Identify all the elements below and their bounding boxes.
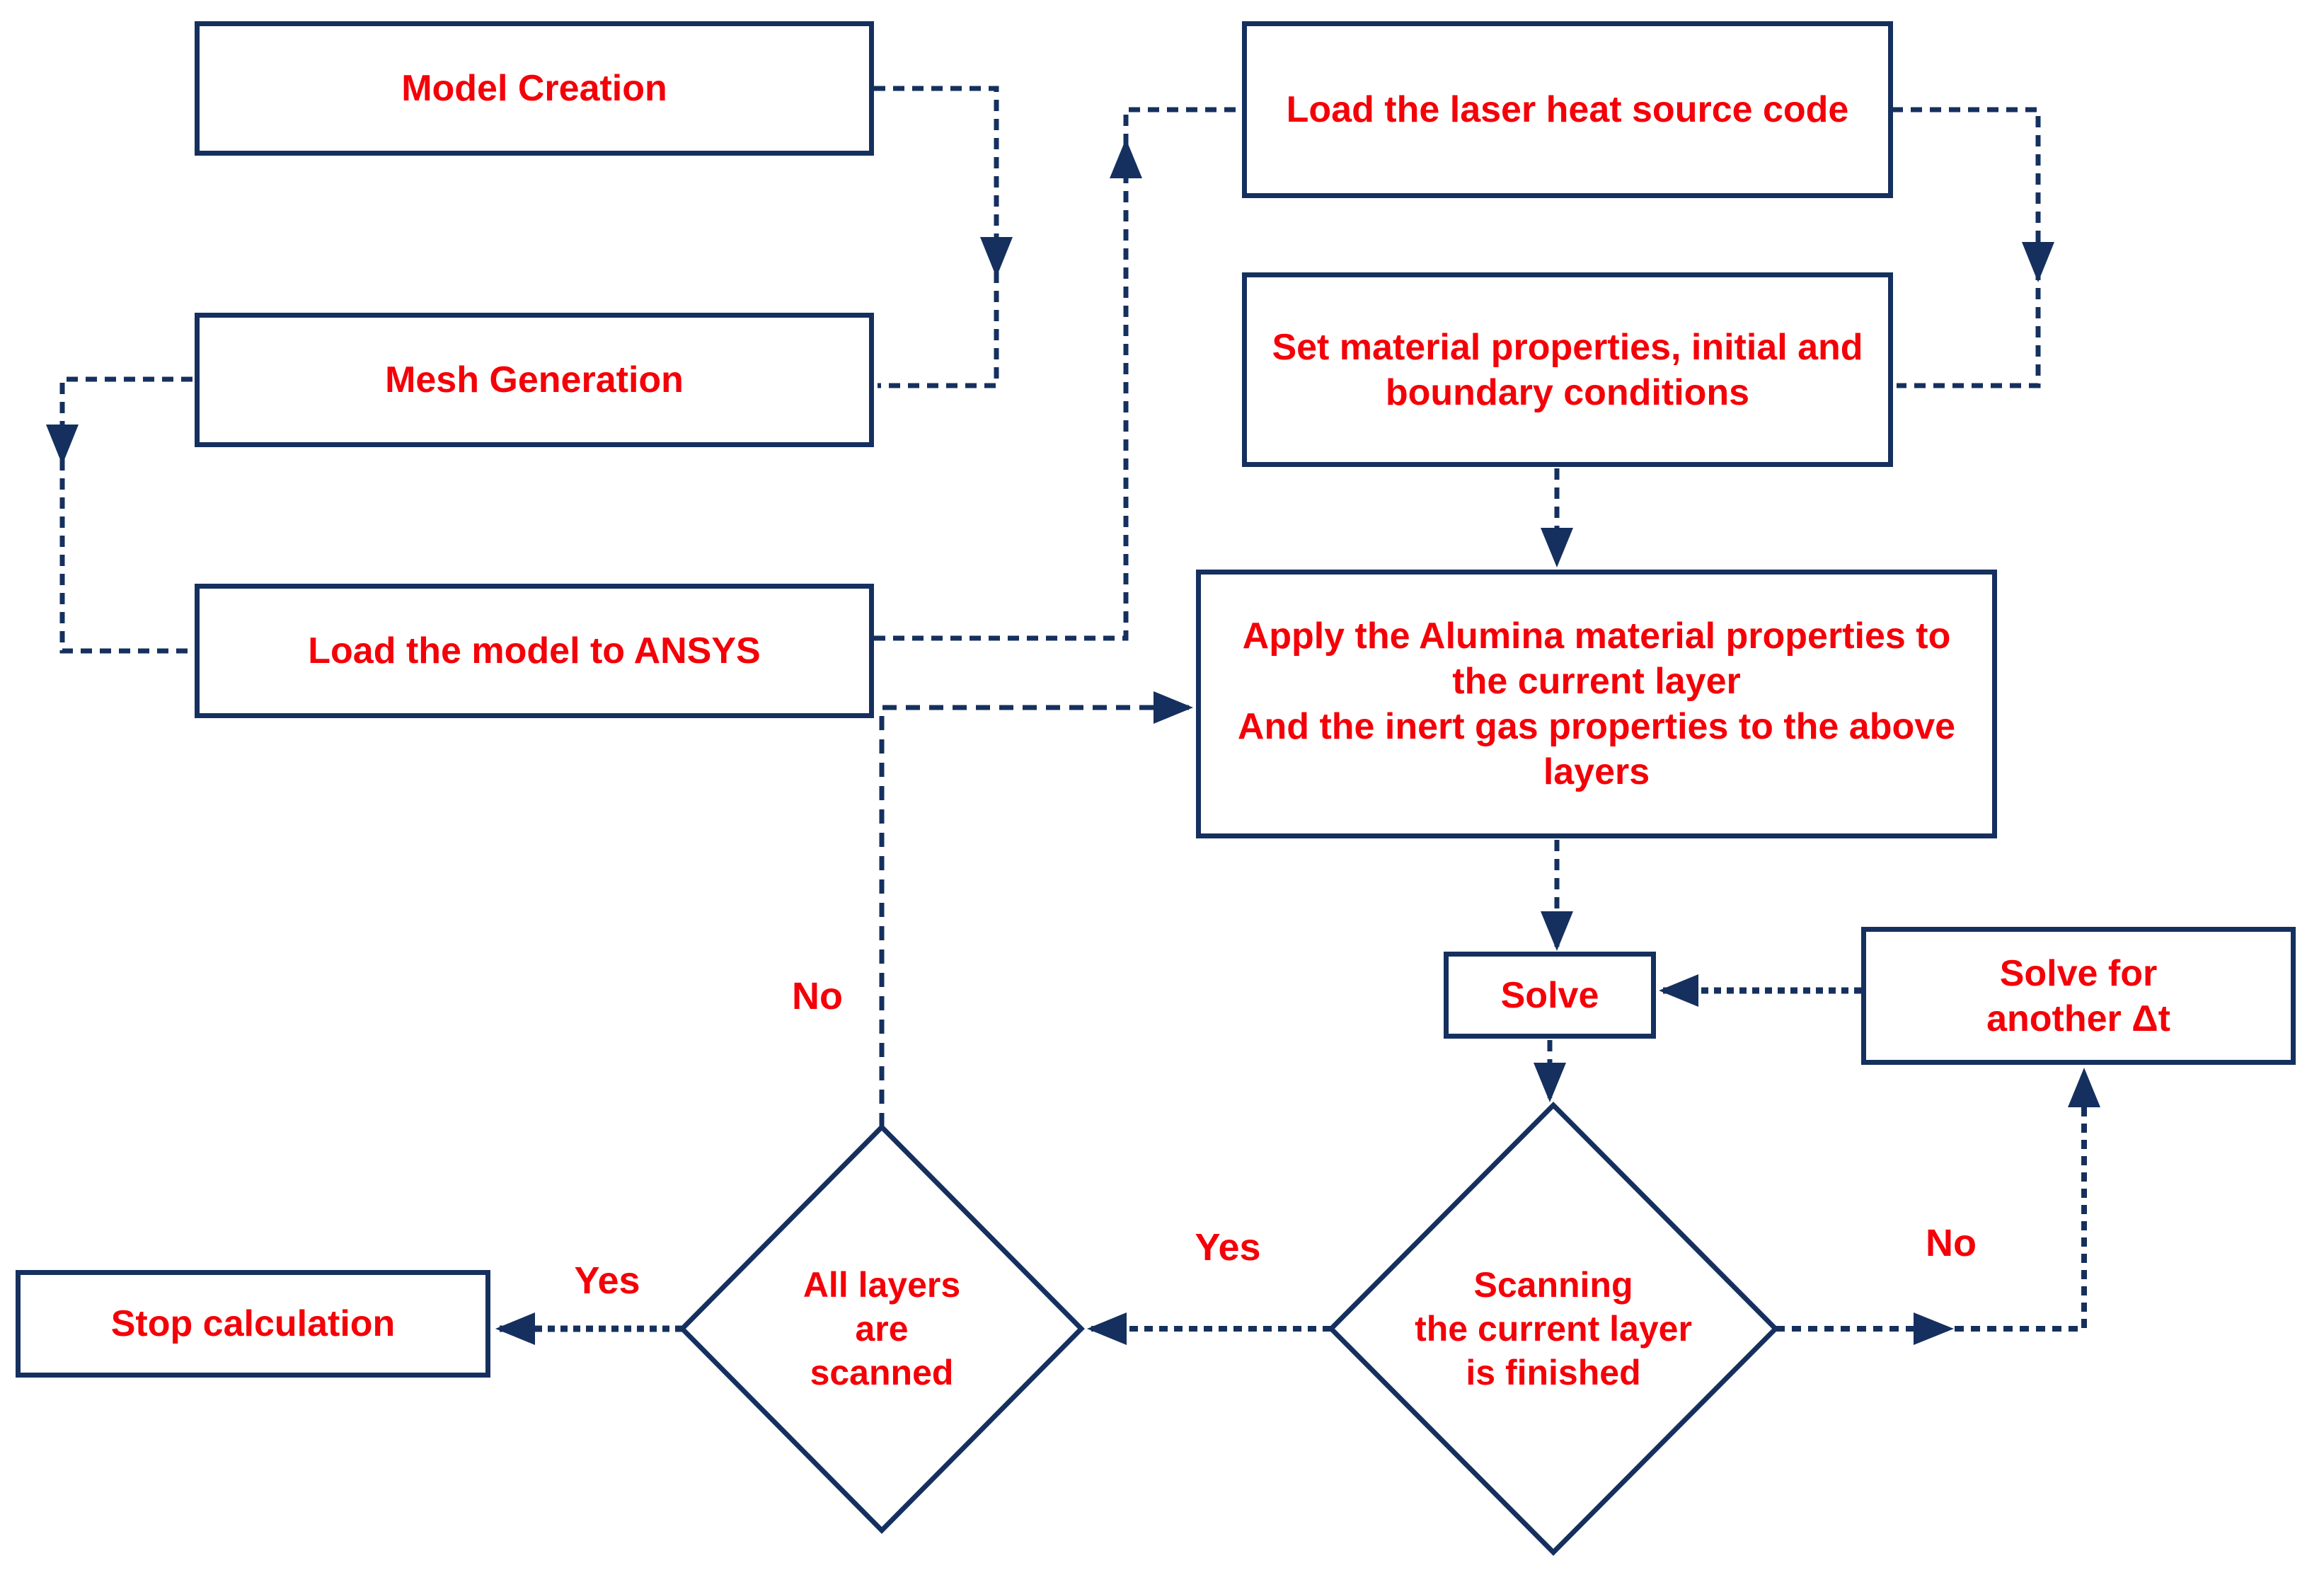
decision-all-layers-label: All layers are scanned — [803, 1265, 961, 1392]
connector-ansys-to-laser — [874, 107, 1238, 641]
node-apply-alumina-properties: Apply the Alumina material properties to… — [1196, 570, 1997, 838]
node-model-creation: Model Creation — [195, 21, 874, 156]
node-stop-calculation: Stop calculation — [16, 1270, 490, 1378]
connector-mesh-to-ansys — [59, 376, 192, 654]
connector-ansys-to-laser-arrowhead — [1110, 139, 1142, 178]
decision-all-layers-shape — [679, 1124, 1085, 1534]
connector-laser-to-setmaterial — [1892, 107, 2041, 388]
decision-scanning-label: Scanning the current layer is finished — [1415, 1265, 1692, 1392]
edge-label-no-left: No — [792, 975, 843, 1017]
node-load-model-ansys: Load the model to ANSYS — [195, 584, 874, 718]
connector-laser-to-setmaterial-arrowhead — [2022, 242, 2054, 282]
edge-label-yes-mid: Yes — [1195, 1226, 1261, 1269]
node-set-material-properties: Set material properties, initial and bou… — [1242, 272, 1893, 467]
connector-scanning-no-arrowhead — [1914, 1312, 1954, 1345]
node-load-laser-heat-source: Load the laser heat source code — [1242, 21, 1893, 198]
connector-model-to-mesh — [874, 86, 999, 388]
decision-scanning-shape — [1328, 1102, 1779, 1556]
connector-model-to-mesh-arrowhead — [980, 237, 1013, 277]
node-solve: Solve — [1444, 952, 1656, 1039]
connector-alllayers-no-to-apply — [879, 691, 1193, 1127]
edge-label-yes-left: Yes — [574, 1259, 640, 1302]
connector-scanning-no-to-solveanother — [1776, 1068, 2100, 1332]
node-mesh-generation: Mesh Generation — [195, 313, 874, 447]
edge-label-no-right: No — [1926, 1222, 1977, 1264]
connector-mesh-to-ansys-arrowhead — [46, 425, 79, 465]
node-solve-another-dt: Solve for another Δt — [1861, 927, 2296, 1065]
